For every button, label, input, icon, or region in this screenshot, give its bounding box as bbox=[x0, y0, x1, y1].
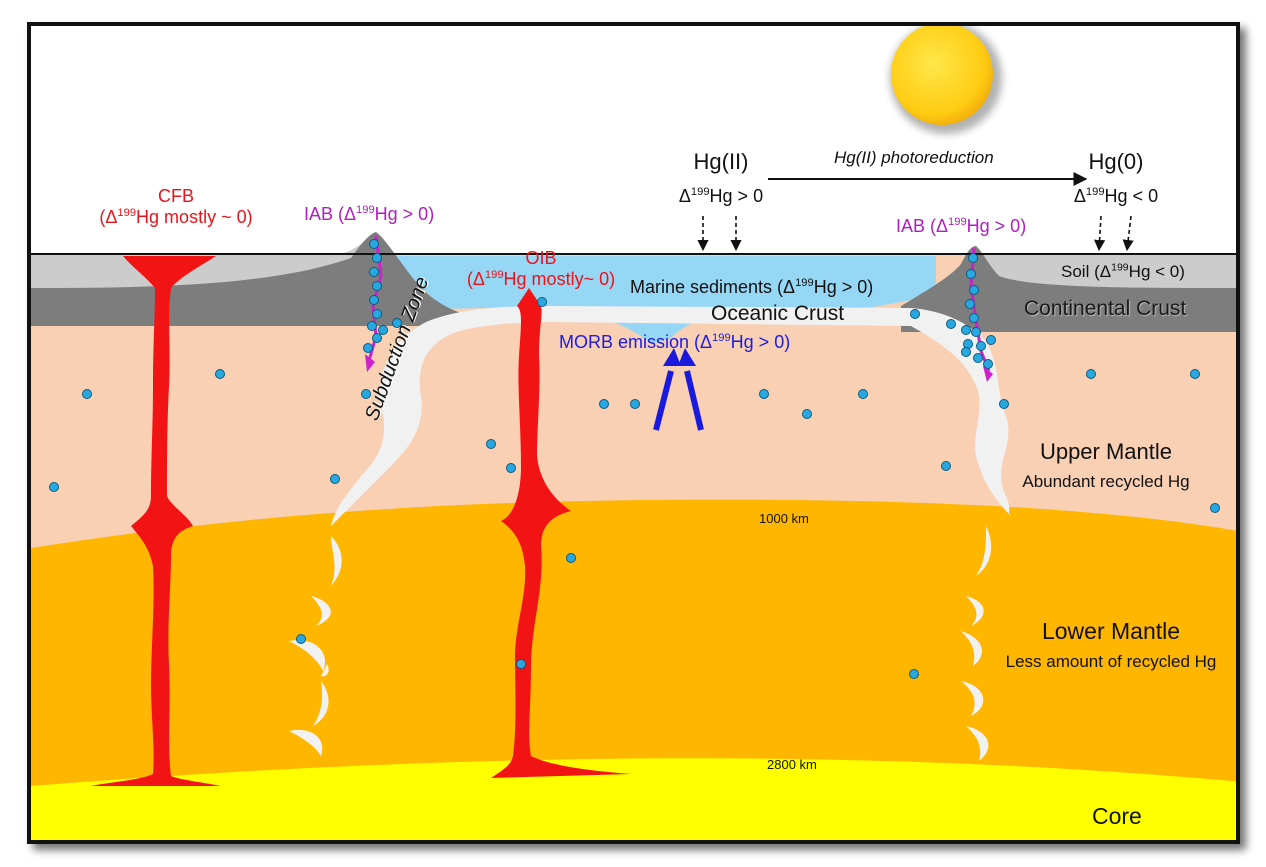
continental-crust-left bbox=[31, 232, 471, 326]
morb-label: MORB emission (Δ199Hg > 0) bbox=[559, 332, 791, 352]
lower-mantle-label: Lower Mantle bbox=[1041, 618, 1181, 644]
core bbox=[31, 758, 1236, 840]
oceanic-crust-label: Oceanic Crust bbox=[711, 302, 845, 325]
earth-cross-section bbox=[31, 26, 1236, 840]
iab-right-label: IAB (Δ199Hg > 0) bbox=[896, 216, 1027, 236]
hg0-delta-label: Δ199Hg < 0 bbox=[1073, 186, 1159, 206]
core-label: Core bbox=[1092, 803, 1142, 829]
slab-fragments-left bbox=[289, 536, 342, 756]
marine-sediments-label: Marine sediments (Δ199Hg > 0) bbox=[630, 277, 874, 297]
soil-label: Soil (Δ199Hg < 0) bbox=[1061, 261, 1185, 281]
hg2-label: Hg(II) bbox=[693, 149, 749, 174]
cfb-plume bbox=[91, 256, 221, 786]
morb-arrows bbox=[653, 348, 704, 431]
diagram-frame: CFB (Δ199Hg mostly ~ 0) IAB (Δ199Hg > 0)… bbox=[27, 22, 1240, 844]
oib-plume bbox=[491, 288, 631, 778]
upper-mantle-note: Abundant recycled Hg bbox=[1022, 472, 1190, 491]
oib-label: OIB (Δ199Hg mostly~ 0) bbox=[466, 248, 616, 289]
continental-crust-right bbox=[901, 246, 1236, 332]
upper-mantle-label: Upper Mantle bbox=[1039, 439, 1173, 464]
sun-icon bbox=[891, 26, 993, 125]
lower-mantle-note: Less amount of recycled Hg bbox=[1005, 652, 1217, 671]
cfb-label: CFB (Δ199Hg mostly ~ 0) bbox=[99, 186, 253, 227]
continental-crust-label: Continental Crust bbox=[1024, 297, 1187, 320]
oceanic-crust bbox=[331, 306, 1011, 526]
sky bbox=[31, 26, 1236, 256]
iab-left-channel-tip bbox=[365, 354, 375, 372]
hg-dots bbox=[49, 239, 1220, 679]
photoreduction-label: Hg(II) photoreduction bbox=[834, 148, 994, 167]
hg0-label: Hg(0) bbox=[1088, 149, 1144, 174]
oib-title: OIB bbox=[525, 248, 557, 268]
hg2-delta-label: Δ199Hg > 0 bbox=[678, 186, 764, 206]
depth-1000-label: 1000 km bbox=[759, 511, 809, 526]
iab-right-channel-tip bbox=[983, 366, 993, 382]
depth-2800-label: 2800 km bbox=[767, 757, 817, 772]
iab-left-channel bbox=[367, 235, 383, 362]
iab-left-label: IAB (Δ199Hg > 0) bbox=[304, 204, 435, 224]
slab-fragments-right bbox=[961, 526, 992, 761]
lower-mantle bbox=[31, 499, 1236, 840]
deposition-arrows bbox=[697, 215, 1134, 252]
marine-sediments bbox=[391, 256, 936, 344]
cfb-title: CFB bbox=[158, 186, 194, 206]
